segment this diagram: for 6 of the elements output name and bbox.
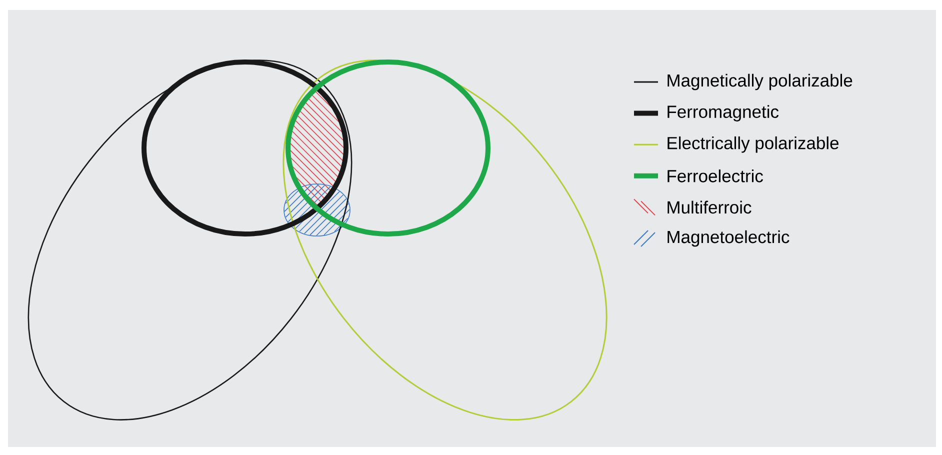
legend-label: Magnetically polarizable <box>668 74 852 90</box>
legend-label: Electrically polarizable <box>668 136 838 153</box>
legend-label: Multiferroic <box>668 200 752 214</box>
legend-label: Ferromagnetic <box>668 105 779 122</box>
legend-label: Magnetoelectric <box>668 230 790 247</box>
legend-label: Ferroelectric <box>668 169 763 182</box>
